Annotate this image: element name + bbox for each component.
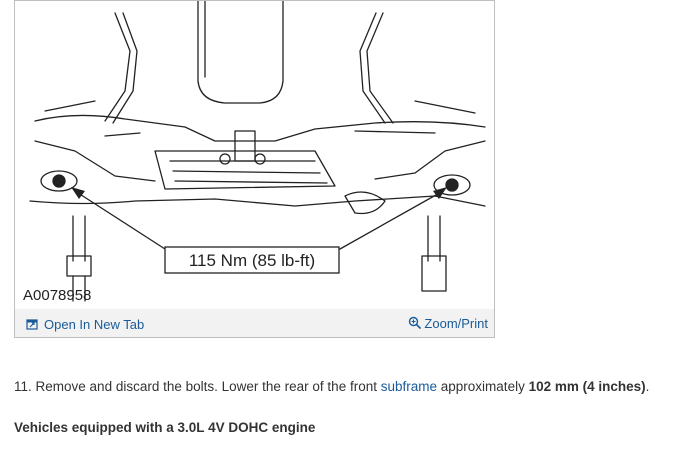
figure-footer: Open In New Tab Zoom/Print [15, 309, 494, 337]
step-text-middle: approximately [440, 379, 525, 394]
open-in-new-tab-label: Open In New Tab [44, 316, 145, 332]
open-in-new-tab-link[interactable]: Open In New Tab [26, 316, 144, 332]
open-in-new-tab-icon [26, 318, 38, 330]
subframe-illustration[interactable]: 115 Nm (85 lb-ft) A0078958 [15, 1, 495, 309]
step-11-text: 11. Remove and discard the bolts. Lower … [14, 378, 685, 396]
step-text-end: . [645, 379, 650, 394]
figure-container: 115 Nm (85 lb-ft) A0078958 Open In New T… [14, 0, 495, 338]
zoom-print-link[interactable]: Zoom/Print [408, 315, 488, 331]
magnifier-icon [408, 316, 422, 330]
subframe-link[interactable]: subframe [380, 379, 438, 394]
figure-id-label: A0078958 [23, 287, 91, 304]
torque-callout-box [164, 246, 340, 274]
torque-callout-text: 115 Nm (85 lb-ft) [189, 251, 315, 270]
step-text-before: Remove and discard the bolts. Lower the … [35, 379, 377, 394]
step-number: 11. [14, 379, 32, 394]
section-heading: Vehicles equipped with a 3.0L 4V DOHC en… [14, 420, 316, 435]
step-measurement: 102 mm (4 inches) [528, 379, 646, 394]
zoom-print-label: Zoom/Print [424, 315, 488, 331]
